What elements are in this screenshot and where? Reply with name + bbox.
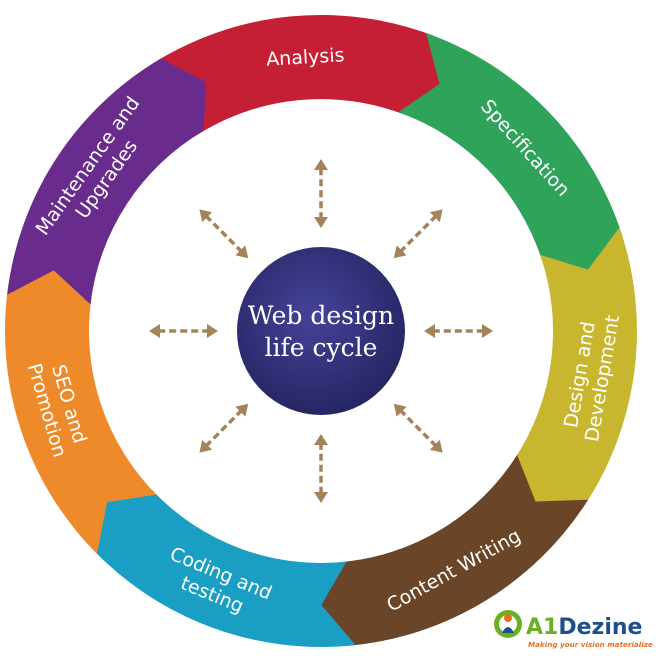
center-label-line-2: life cycle <box>265 333 378 362</box>
logo-name-a: A1 <box>526 615 558 640</box>
logo-name-b: Dezine <box>558 615 642 640</box>
connector-arrow-1 <box>314 159 328 228</box>
connector-arrow-3 <box>424 324 493 338</box>
center-hub: Web design life cycle <box>237 247 405 415</box>
connector-arrow-8 <box>199 209 249 259</box>
stage-segment-2 <box>398 33 623 275</box>
stage-segment-6 <box>4 265 157 554</box>
logo-tagline: Making your vision materialize <box>528 640 653 649</box>
stage-label-1-line-1: Analysis <box>266 44 345 70</box>
a1dezine-logo: A1Dezine Making your vision materialize <box>494 610 653 649</box>
connector-arrow-4 <box>393 403 443 453</box>
connector-arrow-2 <box>393 209 443 259</box>
stage-segment-3 <box>513 227 637 508</box>
stage-segment-7 <box>7 58 207 305</box>
connector-arrow-7 <box>149 324 218 338</box>
svg-text:A1Dezine: A1Dezine <box>526 615 642 640</box>
connector-arrow-6 <box>199 403 249 453</box>
stage-segment-5 <box>90 490 356 647</box>
center-circle <box>237 247 405 415</box>
stage-segment-4 <box>316 454 589 646</box>
center-label-line-1: Web design <box>248 301 394 330</box>
stage-segment-1 <box>153 14 444 135</box>
logo-emblem-icon <box>494 610 522 638</box>
connector-arrow-5 <box>314 434 328 503</box>
stage-label-1: Analysis <box>266 44 345 70</box>
connector-arrows <box>149 159 493 503</box>
